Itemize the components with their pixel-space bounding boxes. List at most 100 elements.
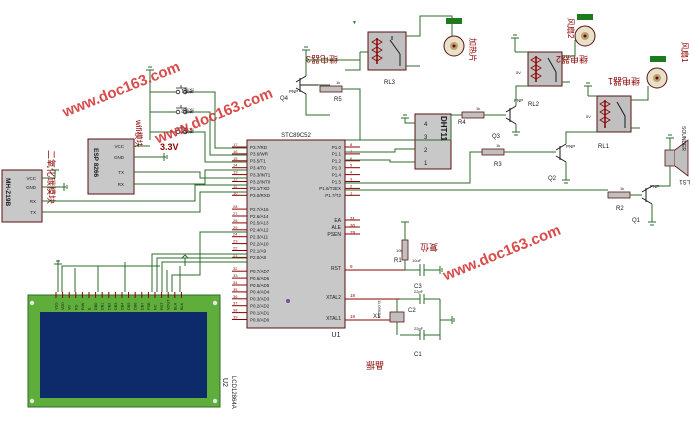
mcu-left-pin-num: 13 [233, 170, 238, 175]
mcu-right-pins: P1.08P1.17P1.26P1.35P1.44P1.53P1.6/T2EX2… [319, 142, 360, 198]
fan-1: 风扇1 [646, 42, 690, 89]
dht11-sensor: DHT11 4 3 2 1 [414, 113, 452, 170]
co2-pin-tx: TX [30, 210, 36, 215]
mcu-right-pin-num: 1 [350, 190, 353, 195]
mcu-right-pin-label: P1.6/T2EX [319, 186, 341, 191]
resistor-r5: R5 1k [319, 80, 361, 141]
mcu-right-pin-num: 8 [350, 142, 353, 147]
relay-2: RL2 5V 继电器2 [516, 51, 588, 108]
x1-ref: X1 [373, 314, 381, 320]
mcu-left-pin-num: 24 [233, 232, 238, 237]
lcd-pin-label: PSB [147, 302, 151, 310]
c2-value: 22pF [414, 289, 424, 294]
lcd-name: LCD12864A [230, 376, 236, 409]
watermark-2: www.doc163.com [440, 222, 563, 285]
mcu-left-pin-num: 33 [233, 273, 238, 278]
mcu-right-pin-label: P1.4 [332, 172, 342, 177]
lcd-pin-label: RS [74, 304, 78, 310]
button-2[interactable]: 按键2 [175, 105, 194, 115]
mcu-left-pin-num: 12 [233, 177, 238, 182]
lcd-pin-label: DB5 [127, 303, 131, 310]
relay-3: RL3 继电器3 [306, 31, 407, 86]
mcu-right-pin-num: 4 [350, 170, 353, 175]
dht-pin-4: 4 [424, 122, 428, 128]
r5-value: 1k [336, 80, 340, 85]
lcd-pin-label: DB2 [107, 303, 111, 310]
wifi-label: wifi模块 [134, 119, 144, 148]
co2-label: 二氧化碳模块 [46, 150, 57, 204]
mcu-left-pin-num: 26 [233, 218, 238, 223]
lcd-pin-label: BLA [173, 302, 177, 310]
r5-ref: R5 [334, 97, 342, 103]
mcu-left-pin-num: 14 [233, 163, 238, 168]
lcd-pin-label: NC [154, 304, 158, 310]
q1-ref: Q1 [632, 218, 641, 224]
mcu-left-pin-label: P2.3/A11 [250, 235, 269, 240]
fan-1-label: 风扇1 [680, 42, 690, 63]
lcd-pin-label: V0 [68, 305, 72, 310]
lcd-pin-label: RST [160, 302, 164, 310]
mcu-left-pin-label: P0.3/AD3 [250, 297, 270, 302]
mcu-left-pin-label: P0.7/AD7 [250, 269, 270, 274]
buzzer-ls1: SOUNDER LS1 [664, 126, 690, 184]
mcu-left-pin-label: P2.0/A8 [250, 255, 267, 260]
lcd-pin-label: VDD [61, 302, 65, 310]
c1-ref: C1 [414, 352, 422, 358]
r1-ref: R1 [394, 258, 402, 264]
mcu-pin-ea: EA [334, 218, 341, 224]
mcu-right-pin-label: P1.3 [332, 166, 342, 171]
lcd-pin-label: R/W [81, 302, 85, 310]
lcd-pin-label: VSS [55, 302, 59, 310]
transistor-q4: Q4 PNP [280, 75, 318, 102]
button-3[interactable]: 按键3 [175, 125, 194, 135]
fan-2-label: 风扇2 [566, 18, 576, 39]
lcd-pin-label: BLK [180, 302, 184, 310]
r1-value: 10k [396, 248, 402, 253]
mcu-pin-xtal2: XTAL2 [326, 295, 341, 301]
mcu-left-pin-label: P0.2/AD2 [250, 304, 270, 309]
lcd-bus-wires [57, 231, 247, 292]
mcu-left-pin-label: P3.3/INT1 [250, 172, 271, 177]
c3-value: 10uF [412, 258, 422, 263]
mcu-left-pin-label: P0.0/AD0 [250, 317, 270, 322]
mcu-left-pin-label: P3.0/RXD [250, 193, 271, 198]
mcu-left-pin-label: P3.6/WR [250, 152, 269, 157]
mcu-left-pin-num: 36 [233, 294, 238, 299]
mcu-right-pin-num: 5 [350, 163, 353, 168]
mcu-left-pin-num: 11 [233, 183, 238, 188]
mcu-left-pin-num: 32 [233, 266, 238, 271]
r4-ref: R4 [458, 120, 466, 126]
co2-pin-rx: RX [30, 199, 36, 204]
relay-1-ref: RL1 [598, 144, 610, 150]
mcu-left-pin-label: P2.4/A12 [250, 228, 269, 233]
lcd-pin-label: DB6 [134, 303, 138, 310]
mcu-left-pin-num: 34 [233, 280, 238, 285]
q2-ref: Q2 [548, 176, 557, 182]
button-1[interactable]: 按键1 [175, 85, 194, 95]
q4-type: PNP [289, 89, 298, 94]
mcu-right-pin-num: 3 [350, 177, 353, 182]
q1-type: PNP [650, 184, 659, 189]
mcu-pin-ale: ALE [332, 225, 342, 231]
mcu-num-xtal1: 19 [350, 314, 356, 319]
mcu-left-pin-label: P3.2/INT0 [250, 179, 271, 184]
lcd-ref: U2 [221, 378, 228, 387]
relay-2-coil: 5V [516, 70, 521, 75]
relay-1-coil: 5V [586, 114, 591, 119]
transistor-q3: Q3 PNP [492, 98, 523, 140]
dht-pin-2: 2 [424, 148, 428, 154]
mcu-left-pin-label: P3.7/RD [250, 145, 268, 150]
mcu-left-pin-label: P0.4/AD4 [250, 290, 270, 295]
reset-label: 复位 [420, 242, 438, 253]
wifi-module: ESP 8266 VCC GND TX RX wifi模块 [87, 119, 144, 195]
relay-1: RL1 5V 继电器1 [586, 76, 640, 150]
transistor-q2: Q2 PNP [548, 143, 575, 182]
mcu-num-ale: 30 [350, 223, 356, 228]
relay-2-label: 继电器2 [556, 54, 588, 65]
c1-value: 22pF [414, 326, 424, 331]
dht-pin-1: 1 [424, 161, 428, 167]
mcu-left-pin-num: 28 [233, 204, 238, 209]
buzzer-ref: LS1 [679, 178, 690, 184]
